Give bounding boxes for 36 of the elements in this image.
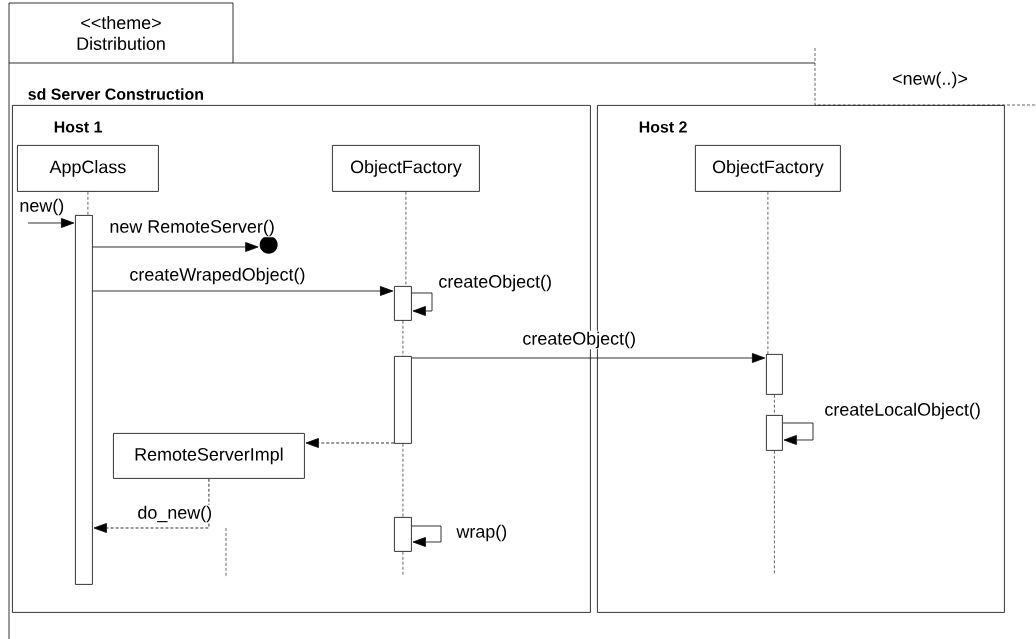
activation-bar xyxy=(75,215,93,585)
lifeline xyxy=(405,191,407,287)
message-label: createObject() xyxy=(521,330,637,350)
lifeline xyxy=(767,191,769,355)
message-arrow xyxy=(782,422,814,445)
message-arrow xyxy=(92,242,259,252)
activation-bar xyxy=(394,517,412,552)
lifeline-box: ObjectFactory xyxy=(332,145,480,192)
lifeline xyxy=(774,450,775,576)
activation-bar xyxy=(394,356,412,444)
message-arrow xyxy=(27,218,75,228)
message-arrow xyxy=(411,525,442,547)
message-arrow xyxy=(92,286,394,296)
activation-bar xyxy=(766,354,783,395)
message-label: new RemoteServer() xyxy=(108,218,276,238)
activation-bar xyxy=(394,286,412,321)
lifeline-box: RemoteServerImpl xyxy=(113,433,305,479)
lifeline xyxy=(87,191,89,216)
activation-bar xyxy=(766,415,783,451)
message-label: do_new() xyxy=(136,504,214,524)
lifeline-box: AppClass xyxy=(17,145,159,192)
message-arrow xyxy=(411,353,766,363)
message-label: new() xyxy=(18,197,66,217)
lifeline xyxy=(402,320,404,357)
message-arrow xyxy=(411,292,433,316)
lifeline xyxy=(774,394,775,416)
lifeline xyxy=(402,551,404,576)
guard-box: <new(..)> xyxy=(814,47,1036,106)
message-label: createObject() xyxy=(437,273,553,293)
message-label: wrap() xyxy=(455,523,509,543)
message-arrow xyxy=(93,478,210,533)
lifeline xyxy=(402,443,404,518)
message-label: createLocalObject() xyxy=(823,401,982,421)
message-arrow xyxy=(305,438,395,448)
lifeline-box: ObjectFactory xyxy=(695,145,841,192)
message-label: createWrapedObject() xyxy=(128,266,307,286)
